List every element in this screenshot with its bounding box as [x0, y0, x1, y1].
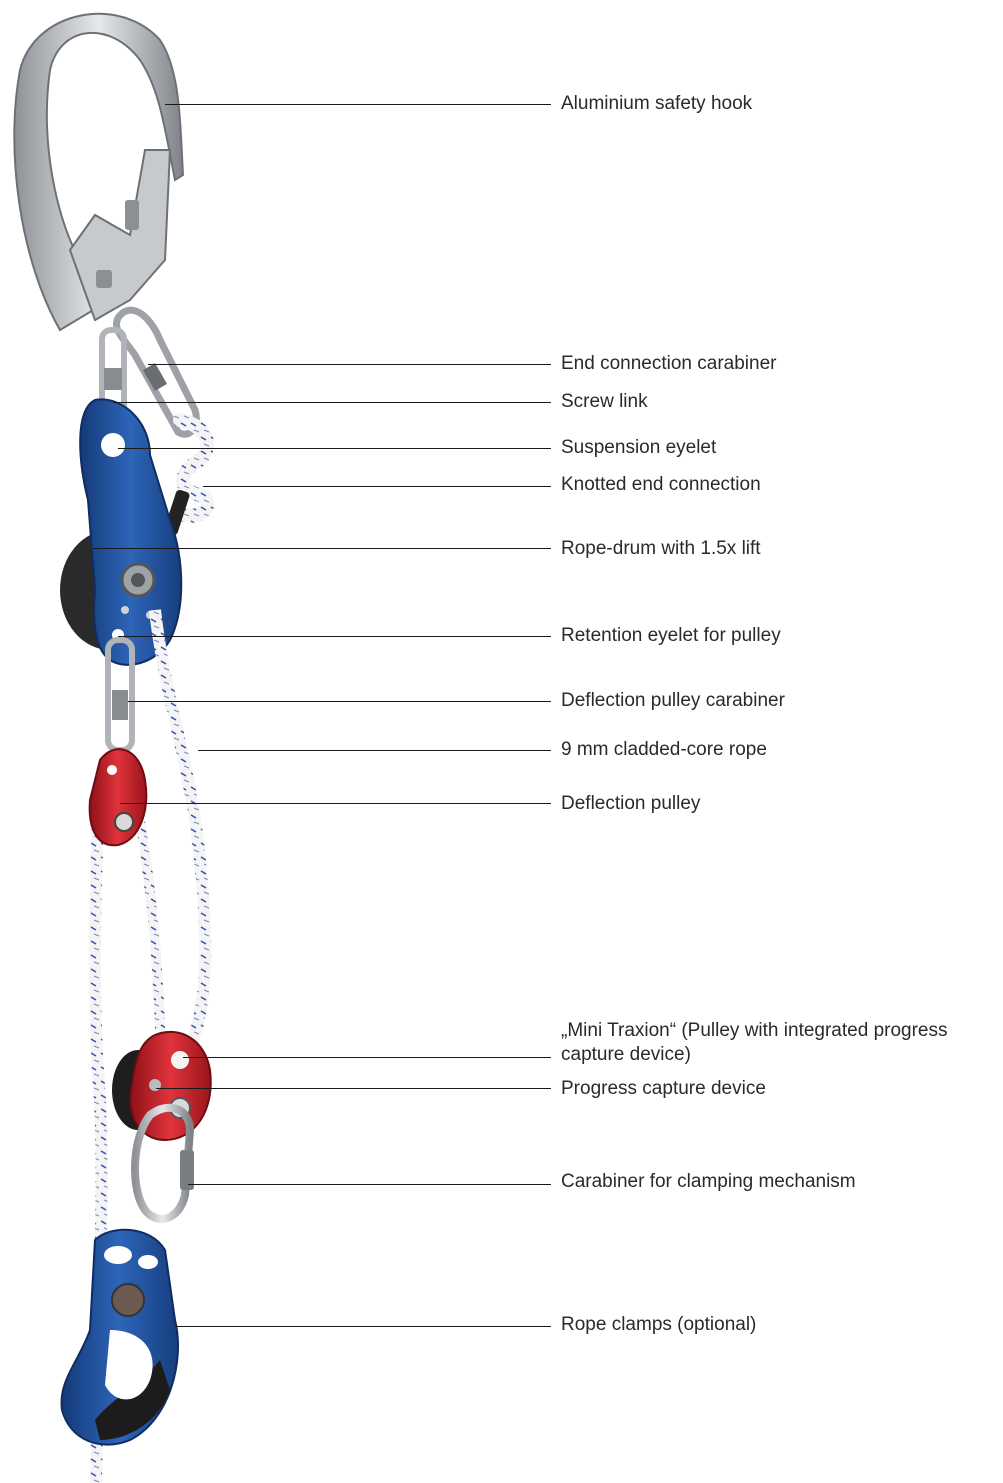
label-rope: 9 mm cladded-core rope [561, 738, 767, 762]
callout-line-retention-eyelet [118, 636, 551, 637]
label-rope-drum: Rope-drum with 1.5x lift [561, 537, 761, 561]
label-end-carabiner: End connection carabiner [561, 352, 776, 376]
label-suspension-eyelet: Suspension eyelet [561, 436, 716, 460]
callout-line-deflection-pulley [120, 803, 551, 804]
callout-line-rope-drum [93, 548, 551, 549]
callout-line-clamp-carabiner [188, 1184, 551, 1185]
label-knotted-end: Knotted end connection [561, 473, 761, 497]
callout-line-progress-capture [156, 1088, 551, 1089]
label-retention-eyelet: Retention eyelet for pulley [561, 624, 781, 648]
label-safety-hook: Aluminium safety hook [561, 92, 752, 116]
callout-line-mini-traxion [183, 1057, 551, 1058]
label-rope-clamps: Rope clamps (optional) [561, 1313, 756, 1337]
callout-line-end-carabiner [148, 364, 551, 365]
label-deflection-pulley: Deflection pulley [561, 792, 700, 816]
callout-line-knotted-end [203, 486, 551, 487]
callout-line-deflection-carabiner [128, 701, 551, 702]
rope-drum-icon [60, 399, 181, 664]
safety-hook-icon [14, 14, 183, 330]
label-clamp-carabiner: Carabiner for clamping mechanism [561, 1170, 856, 1194]
label-progress-capture: Progress capture device [561, 1077, 766, 1101]
deflection-pulley-icon [90, 749, 147, 845]
callout-line-rope-clamps [176, 1326, 551, 1327]
callout-line-rope [198, 750, 551, 751]
rope-clamp-icon [62, 1230, 178, 1445]
label-deflection-carabiner: Deflection pulley carabiner [561, 689, 785, 713]
label-mini-traxion: „Mini Traxion“ (Pulley with integrated p… [561, 1019, 948, 1043]
label-mini-traxion-line2: capture device) [561, 1043, 691, 1067]
callout-line-safety-hook [165, 104, 551, 105]
callout-line-screw-link [113, 402, 551, 403]
callout-line-suspension-eyelet [118, 448, 551, 449]
label-screw-link: Screw link [561, 390, 648, 414]
mini-traxion-icon [112, 1032, 211, 1140]
